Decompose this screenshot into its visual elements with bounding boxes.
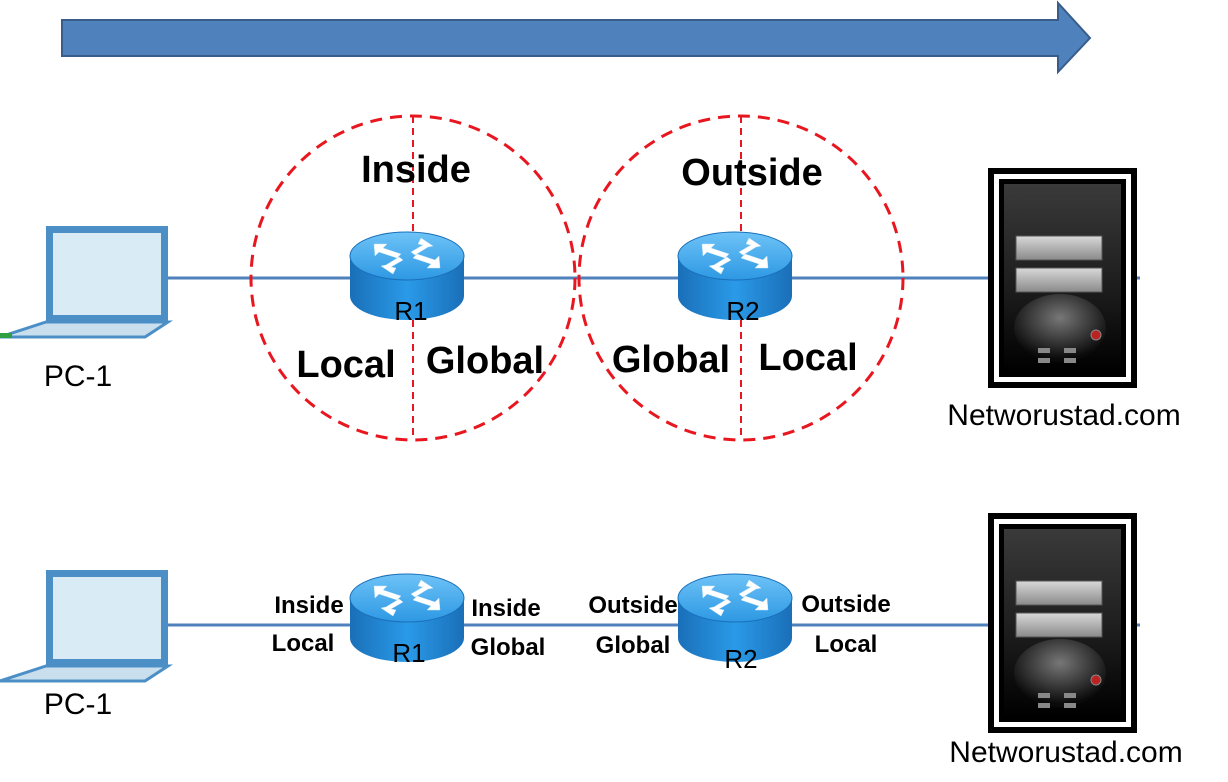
r1-global-label: Global [426,340,544,382]
inside-global-label-line2: Global [471,634,546,661]
top-diagram: Inside Outside PC-1 R1 [0,114,1181,442]
router-r2 [677,231,793,320]
inside-global-label-line1: Inside [471,595,540,622]
outside-global-label-line1: Outside [588,592,677,619]
outside-local-label-line1: Outside [801,591,890,618]
laptop-icon [0,570,174,683]
outside-global-label-line2: Global [596,632,671,659]
inside-local-label-line1: Inside [274,592,343,619]
router-arrows-icon [373,237,441,275]
inside-local-label-line2: Local [272,630,335,657]
inside-zone-label: Inside [361,149,471,191]
r1-name: R1 [394,296,427,326]
direction-arrow [61,0,1092,75]
r1-local-label: Local [296,344,395,386]
r2-name: R2 [724,644,757,674]
r1-name: R1 [392,638,425,668]
router-arrows-icon [701,579,769,617]
router-r1 [349,231,465,320]
server-label: Networustad.com [947,399,1180,432]
server-label: Networustad.com [949,736,1182,769]
pc-label: PC-1 [44,360,112,393]
outside-zone-label: Outside [681,152,822,194]
r2-name: R2 [726,296,759,326]
server-icon [988,513,1137,733]
router-r2 [677,573,793,662]
router-arrows-icon [373,579,441,617]
router-r1 [349,573,465,662]
laptop-icon [0,226,174,339]
r2-local-label: Local [758,337,857,379]
pc-label: PC-1 [44,688,112,721]
outside-local-label-line2: Local [815,631,878,658]
server-icon [988,168,1137,388]
bottom-diagram: PC-1 R1 R2 Inside [0,513,1183,769]
r2-global-label: Global [612,339,730,381]
router-arrows-icon [701,237,769,275]
